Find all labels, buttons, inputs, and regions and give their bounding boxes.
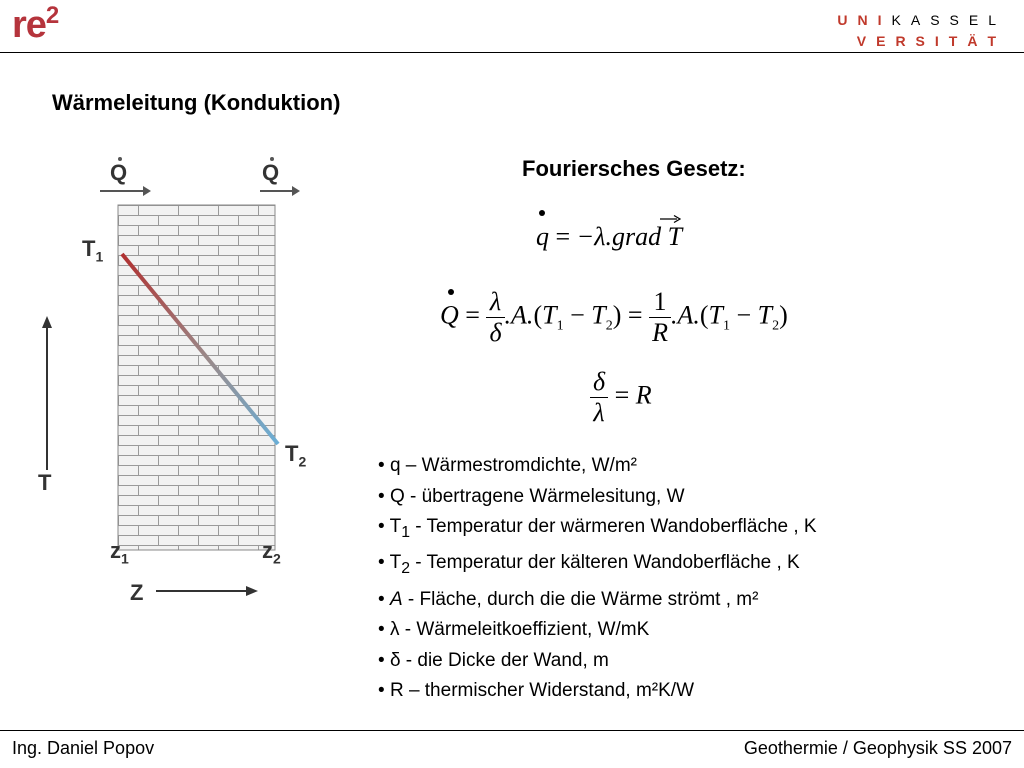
re2-logo: re2 [12, 2, 59, 47]
t2-label: T2 [285, 441, 307, 470]
q-right-dot [270, 157, 274, 161]
legend-item: • T2 - Temperatur der kälteren Wandoberf… [378, 552, 800, 578]
q-left-dot [118, 157, 122, 161]
z2-label: z2 [262, 538, 281, 567]
vector-arrow-icon [660, 214, 682, 224]
brick-wall [117, 204, 276, 551]
q-left-label: Q [110, 160, 128, 185]
versitaet-text: VERSITÄT [856, 33, 1006, 49]
university-logo: UNIKASSEL VERSITÄT [837, 10, 1006, 52]
dot-accent [448, 289, 454, 295]
legend-item: • A - Fläche, durch die die Wärme strömt… [378, 588, 759, 610]
slide-title: Wärmeleitung (Konduktion) [52, 90, 341, 115]
t1-label: T1 [82, 236, 104, 265]
z-axis-label: Z [130, 580, 144, 605]
symbol-legend: • q – Wärmestromdichte, W/m² • Q - übert… [378, 451, 817, 707]
dot-accent [539, 210, 545, 216]
q-right-label: Q [262, 160, 280, 185]
temperature-profile-line [120, 252, 280, 446]
z1-label: z1 [110, 538, 129, 567]
legend-item: • T1 - Temperatur der wärmeren Wandoberf… [378, 516, 817, 541]
legend-item: • q – Wärmestromdichte, W/m² [378, 455, 637, 476]
legend-item: • R – thermischer Widerstand, m²K/W [378, 680, 695, 702]
wall-diagram [42, 186, 300, 596]
footer-course: Geothermie / Geophysik SS 2007 [743, 738, 1012, 758]
legend-item: • λ - Wärmeleitkoeffizient, W/mK [378, 619, 650, 641]
footer-divider [0, 730, 1024, 731]
uni-text-red: UNI [837, 12, 892, 28]
fourier-law-heading: Fouriersches Gesetz: [522, 156, 746, 181]
logo-text: re [12, 4, 47, 46]
kassel-text: KASSEL [891, 12, 1006, 28]
legend-item: • δ - die Dicke der Wand, m [378, 649, 609, 671]
equation-heat-flux-density: q = −λ.grad T [536, 210, 682, 252]
logo-superscript: 2 [45, 2, 59, 29]
header-divider [0, 52, 1024, 53]
t-axis-label: T [38, 470, 52, 495]
legend-item: • Q - übertragene Wärmelesitung, W [378, 485, 685, 507]
footer-author: Ing. Daniel Popov [12, 738, 155, 758]
